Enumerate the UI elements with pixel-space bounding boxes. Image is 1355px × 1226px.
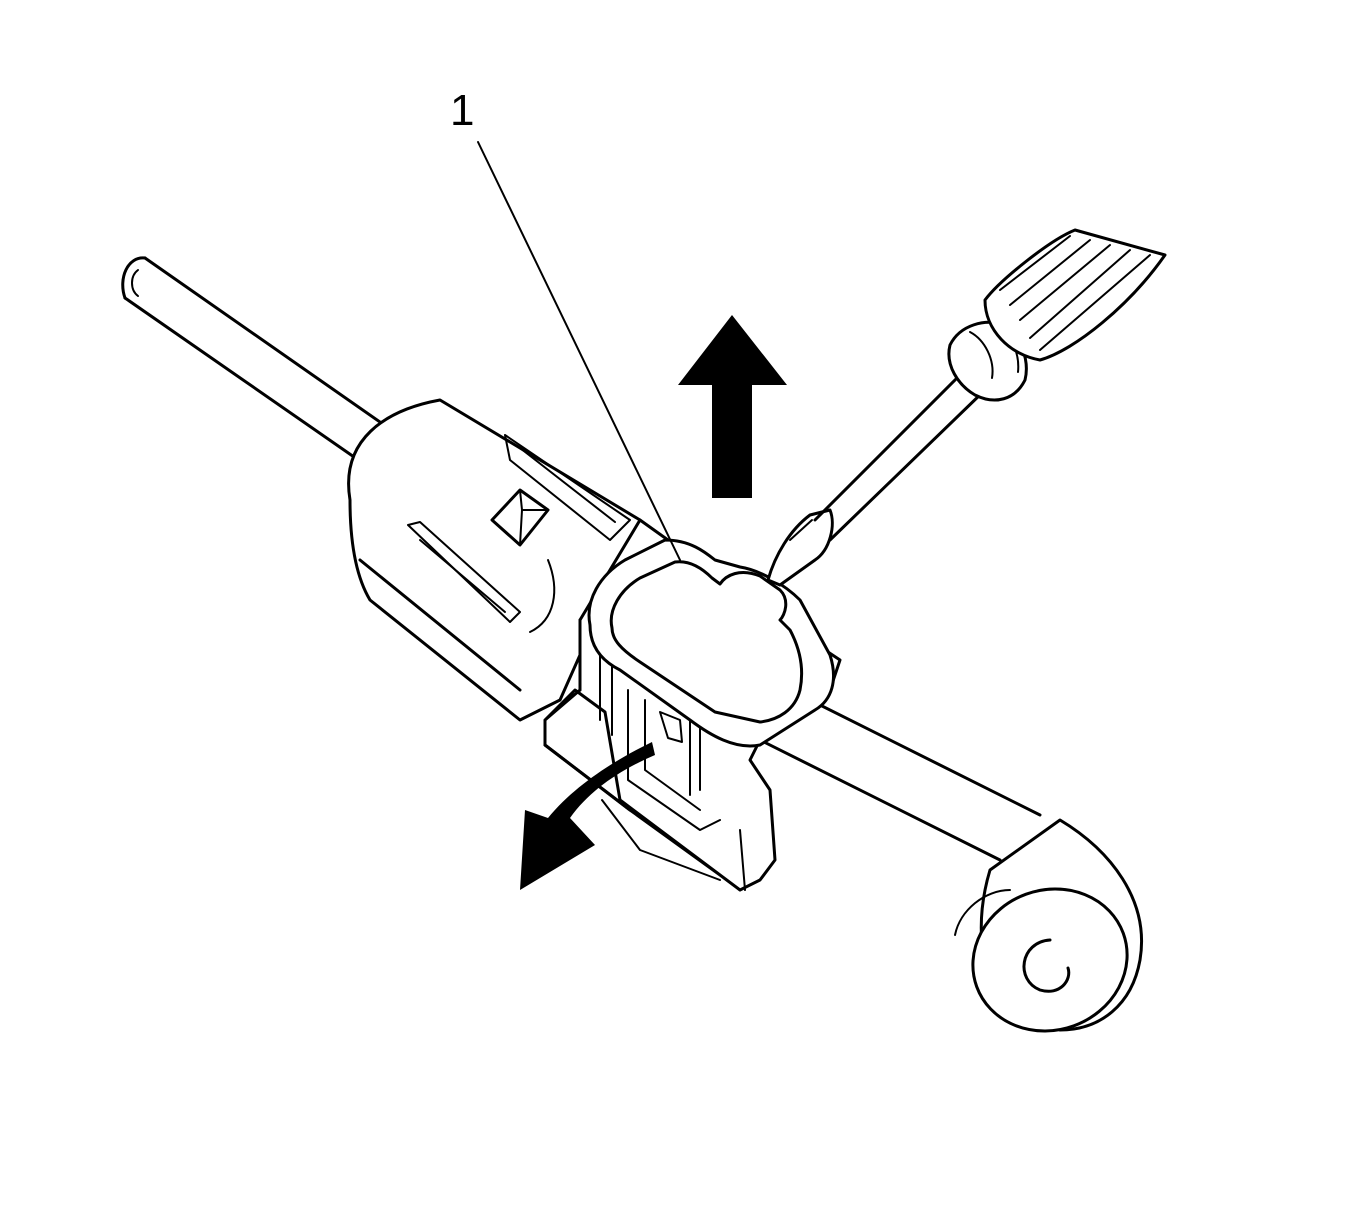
callout-leader-line	[477, 141, 681, 561]
callout-1: 1	[450, 86, 681, 561]
lock-tab	[587, 538, 835, 748]
rod-end-eyelet	[954, 818, 1143, 1033]
cylinder-housing	[347, 398, 642, 722]
up-arrow-icon	[678, 315, 787, 498]
screwdriver	[766, 228, 1167, 587]
callout-label-1: 1	[450, 86, 474, 135]
left-shaft	[121, 256, 402, 477]
curved-arrow-icon	[520, 742, 655, 890]
